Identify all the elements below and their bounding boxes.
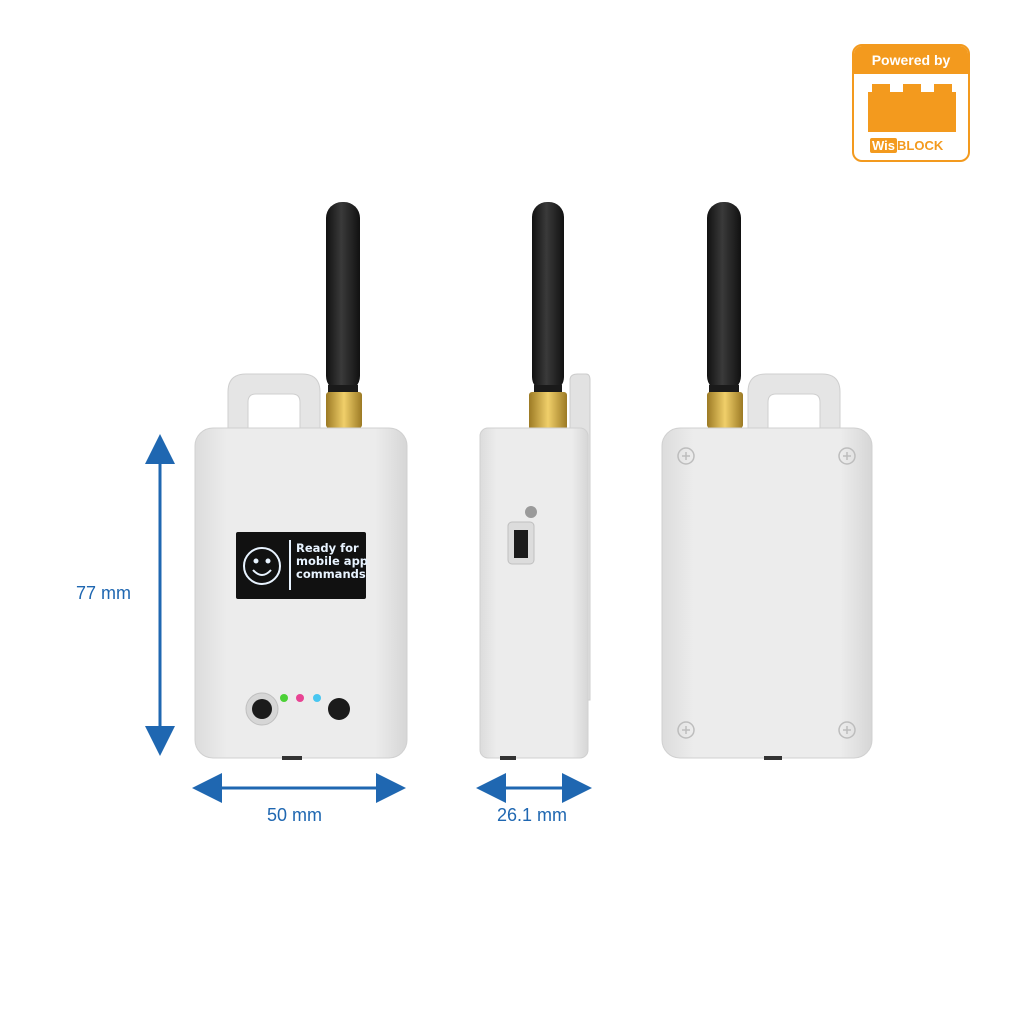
oled-line-1: Ready for <box>296 541 359 555</box>
smiley-icon <box>243 547 281 585</box>
back-view <box>661 202 873 760</box>
badge-header: Powered by <box>854 46 968 74</box>
front-handle <box>227 373 321 433</box>
back-antenna <box>707 202 741 392</box>
front-antenna <box>326 202 360 392</box>
width-label: 50 mm <box>267 805 323 825</box>
led-pink <box>296 694 304 702</box>
oled-line-2: mobile app <box>296 554 369 568</box>
side-antenna <box>532 202 564 392</box>
back-antenna-connector <box>707 392 743 428</box>
back-enclosure <box>661 427 873 759</box>
depth-label: 26.1 mm <box>497 805 568 825</box>
user-button-icon[interactable] <box>328 698 350 720</box>
back-handle <box>747 373 841 433</box>
usb-port <box>282 756 302 760</box>
led-blue <box>313 694 321 702</box>
power-button-icon[interactable] <box>245 692 279 726</box>
oled-message: Ready for mobile app commands <box>296 542 368 581</box>
led-green <box>280 694 288 702</box>
height-label: 77 mm <box>76 583 132 603</box>
side-antenna-connector <box>529 392 567 430</box>
front-view <box>194 202 408 760</box>
side-view <box>479 202 591 760</box>
front-antenna-connector <box>326 392 362 428</box>
oled-line-3: commands <box>296 567 366 581</box>
slide-switch-icon[interactable] <box>507 521 535 565</box>
wisblock-brick-icon <box>868 84 956 132</box>
screw-icon <box>677 447 856 739</box>
side-enclosure <box>479 427 589 759</box>
wordmark-prefix: Wis <box>870 138 897 153</box>
side-indicator <box>525 506 537 518</box>
wordmark-suffix: BLOCK <box>897 138 944 153</box>
